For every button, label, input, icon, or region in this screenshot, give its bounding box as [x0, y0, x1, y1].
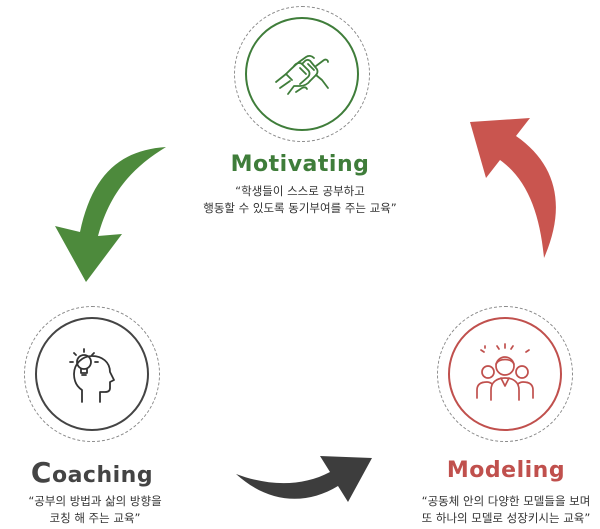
motivating-inner-ring — [245, 17, 359, 131]
coaching-title: Coaching — [0, 456, 192, 489]
modeling-outer-ring — [437, 306, 573, 442]
coaching-title-rest: oaching — [51, 463, 154, 488]
modeling-desc-line1: “공동체 안의 다양한 모델들을 보며 — [421, 494, 591, 508]
coaching-title-initial: C — [30, 456, 52, 489]
coaching-description: “공부의 방법과 삶의 방향을 코칭 해 주는 교육” — [0, 493, 245, 527]
modeling-title: Modeling — [446, 458, 566, 483]
coaching-outer-ring — [24, 306, 160, 442]
modeling-desc-line2: 또 하나의 모델로 성장키시는 교육” — [421, 511, 591, 525]
motivating-description: “학생들이 스스로 공부하고 행동할 수 있도록 동기부여를 주는 교육” — [150, 183, 450, 217]
motivating-title: Motivating — [230, 152, 370, 177]
motivating-desc-line1: “학생들이 스스로 공부하고 — [235, 184, 365, 198]
handshake-icon — [272, 44, 332, 104]
coaching-desc-line1: “공부의 방법과 삶의 방향을 — [28, 494, 162, 508]
modeling-inner-ring — [448, 317, 562, 431]
motivating-desc-line2: 행동할 수 있도록 동기부여를 주는 교육” — [203, 201, 397, 215]
arrow-motivating-to-coaching — [55, 147, 166, 282]
coaching-desc-line2: 코칭 해 주는 교육” — [49, 511, 141, 525]
arrow-modeling-to-motivating — [470, 118, 556, 258]
coaching-inner-ring — [35, 317, 149, 431]
head-lightbulb-icon — [62, 344, 122, 404]
people-group-icon — [475, 342, 535, 406]
motivating-outer-ring — [234, 6, 370, 142]
arrow-coaching-to-modeling — [236, 456, 372, 502]
modeling-description: “공동체 안의 다양한 모델들을 보며 또 하나의 모델로 성장키시는 교육” — [358, 493, 600, 527]
